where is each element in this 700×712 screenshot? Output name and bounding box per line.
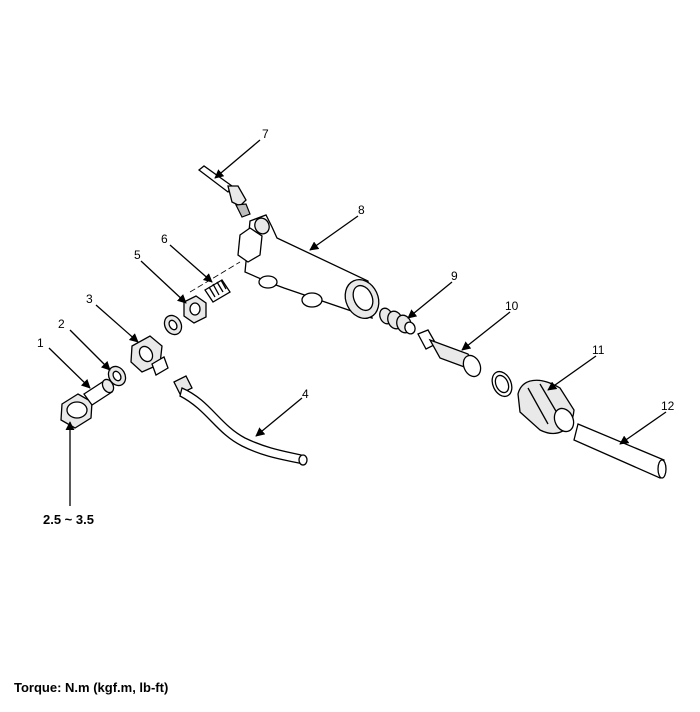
part-11a-snap-ring: [491, 370, 513, 398]
assembly-axis: [189, 261, 241, 293]
callout-4: 4: [302, 387, 309, 401]
part-4-hose-pipe: [173, 375, 308, 466]
callout-3: 3: [86, 292, 93, 306]
callout-8: 8: [358, 203, 365, 217]
part-10-piston: [417, 329, 482, 378]
callout-2: 2: [58, 317, 65, 331]
part-2-washer: [107, 365, 127, 387]
callout-6: 6: [161, 232, 168, 246]
part-7-bleeder-screw: [197, 165, 251, 218]
part-3-union-fitting: [130, 335, 169, 376]
part-8-cylinder-body: [237, 214, 380, 319]
leader-lines: [48, 139, 667, 506]
part-1-union-bolt: [60, 378, 115, 429]
torque-spec-label: 2.5 ~ 3.5: [43, 512, 94, 527]
torque-units-note: Torque: N.m (kgf.m, lb-ft): [14, 680, 169, 695]
callout-11: 11: [592, 343, 605, 357]
part-11-piston-assembly: [517, 379, 575, 434]
part-5-washer: [163, 314, 183, 336]
callout-7: 7: [262, 127, 269, 141]
part-9-dust-boot: [379, 307, 416, 335]
callout-1: 1: [37, 336, 44, 350]
callout-5: 5: [134, 248, 141, 262]
part-6-flare-nut: [183, 279, 231, 324]
callout-10: 10: [505, 299, 519, 313]
callout-9: 9: [451, 269, 458, 283]
part-12-push-rod: [573, 423, 667, 479]
callout-12: 12: [661, 399, 675, 413]
